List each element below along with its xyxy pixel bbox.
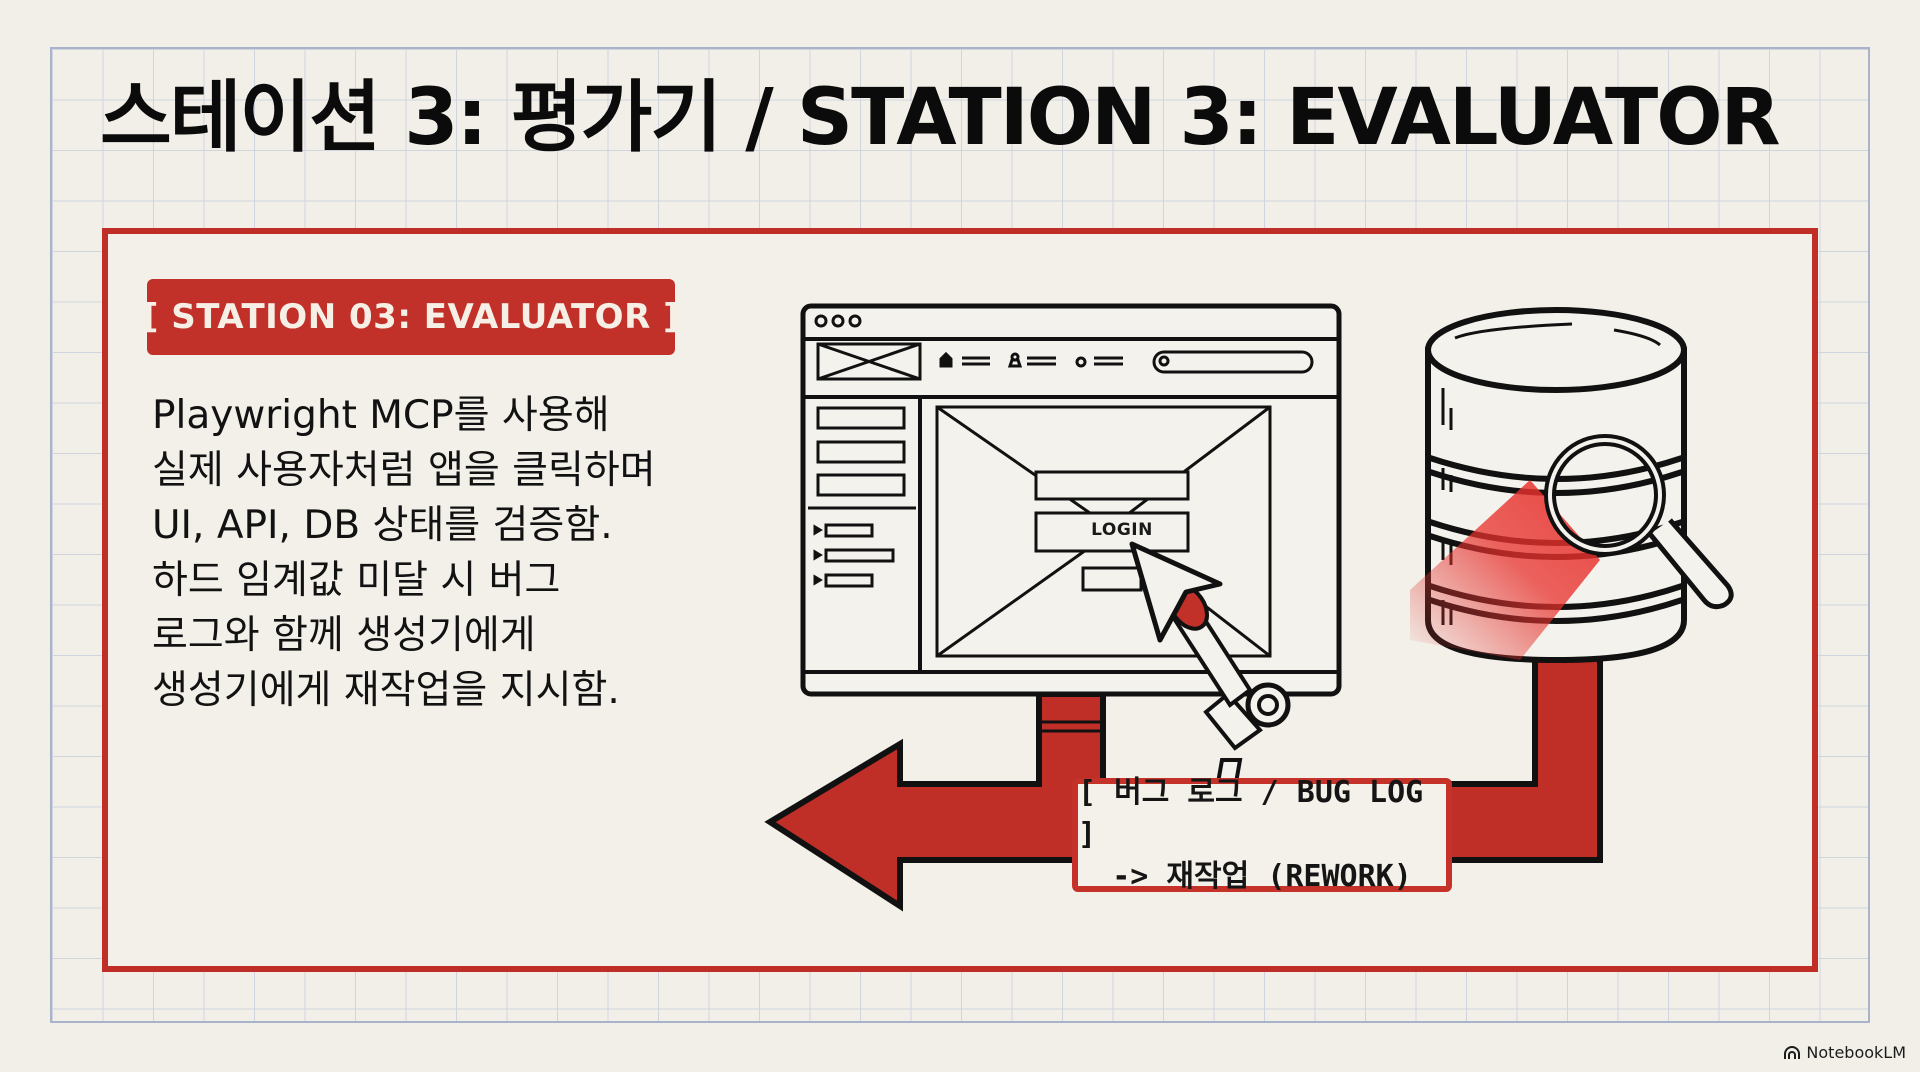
bug-log-title: [ 버그 로그 / BUG LOG ] (1078, 775, 1424, 852)
description-line: UI, API, DB 상태를 검증함. (152, 503, 613, 548)
description-line: 생성기에게 재작업을 지시함. (152, 668, 620, 713)
station-badge: [ STATION 03: EVALUATOR ] (143, 279, 679, 355)
description-text: Playwright MCP를 사용해 실제 사용자처럼 앱을 클릭하며 UI,… (152, 388, 712, 718)
login-button: LOGIN (1091, 520, 1153, 540)
bug-log-box: [ 버그 로그 / BUG LOG ] -> 재작업 (REWORK) (1072, 775, 1452, 894)
description-line: Playwright MCP를 사용해 (152, 393, 610, 438)
brand-label: NotebookLM (1806, 1043, 1906, 1062)
notebooklm-logo-icon (1784, 1045, 1801, 1059)
description-line: 실제 사용자처럼 앱을 클릭하며 (152, 448, 656, 493)
description-line: 로그와 함께 생성기에게 (152, 613, 536, 658)
page-title: 스테이션 3: 평가기 / STATION 3: EVALUATOR (100, 73, 1781, 163)
notebooklm-brand: NotebookLM (1783, 1043, 1906, 1062)
description-line: 하드 임계값 미달 시 버그 (152, 558, 561, 603)
bug-log-rework: -> 재작업 (REWORK) (1112, 859, 1412, 894)
